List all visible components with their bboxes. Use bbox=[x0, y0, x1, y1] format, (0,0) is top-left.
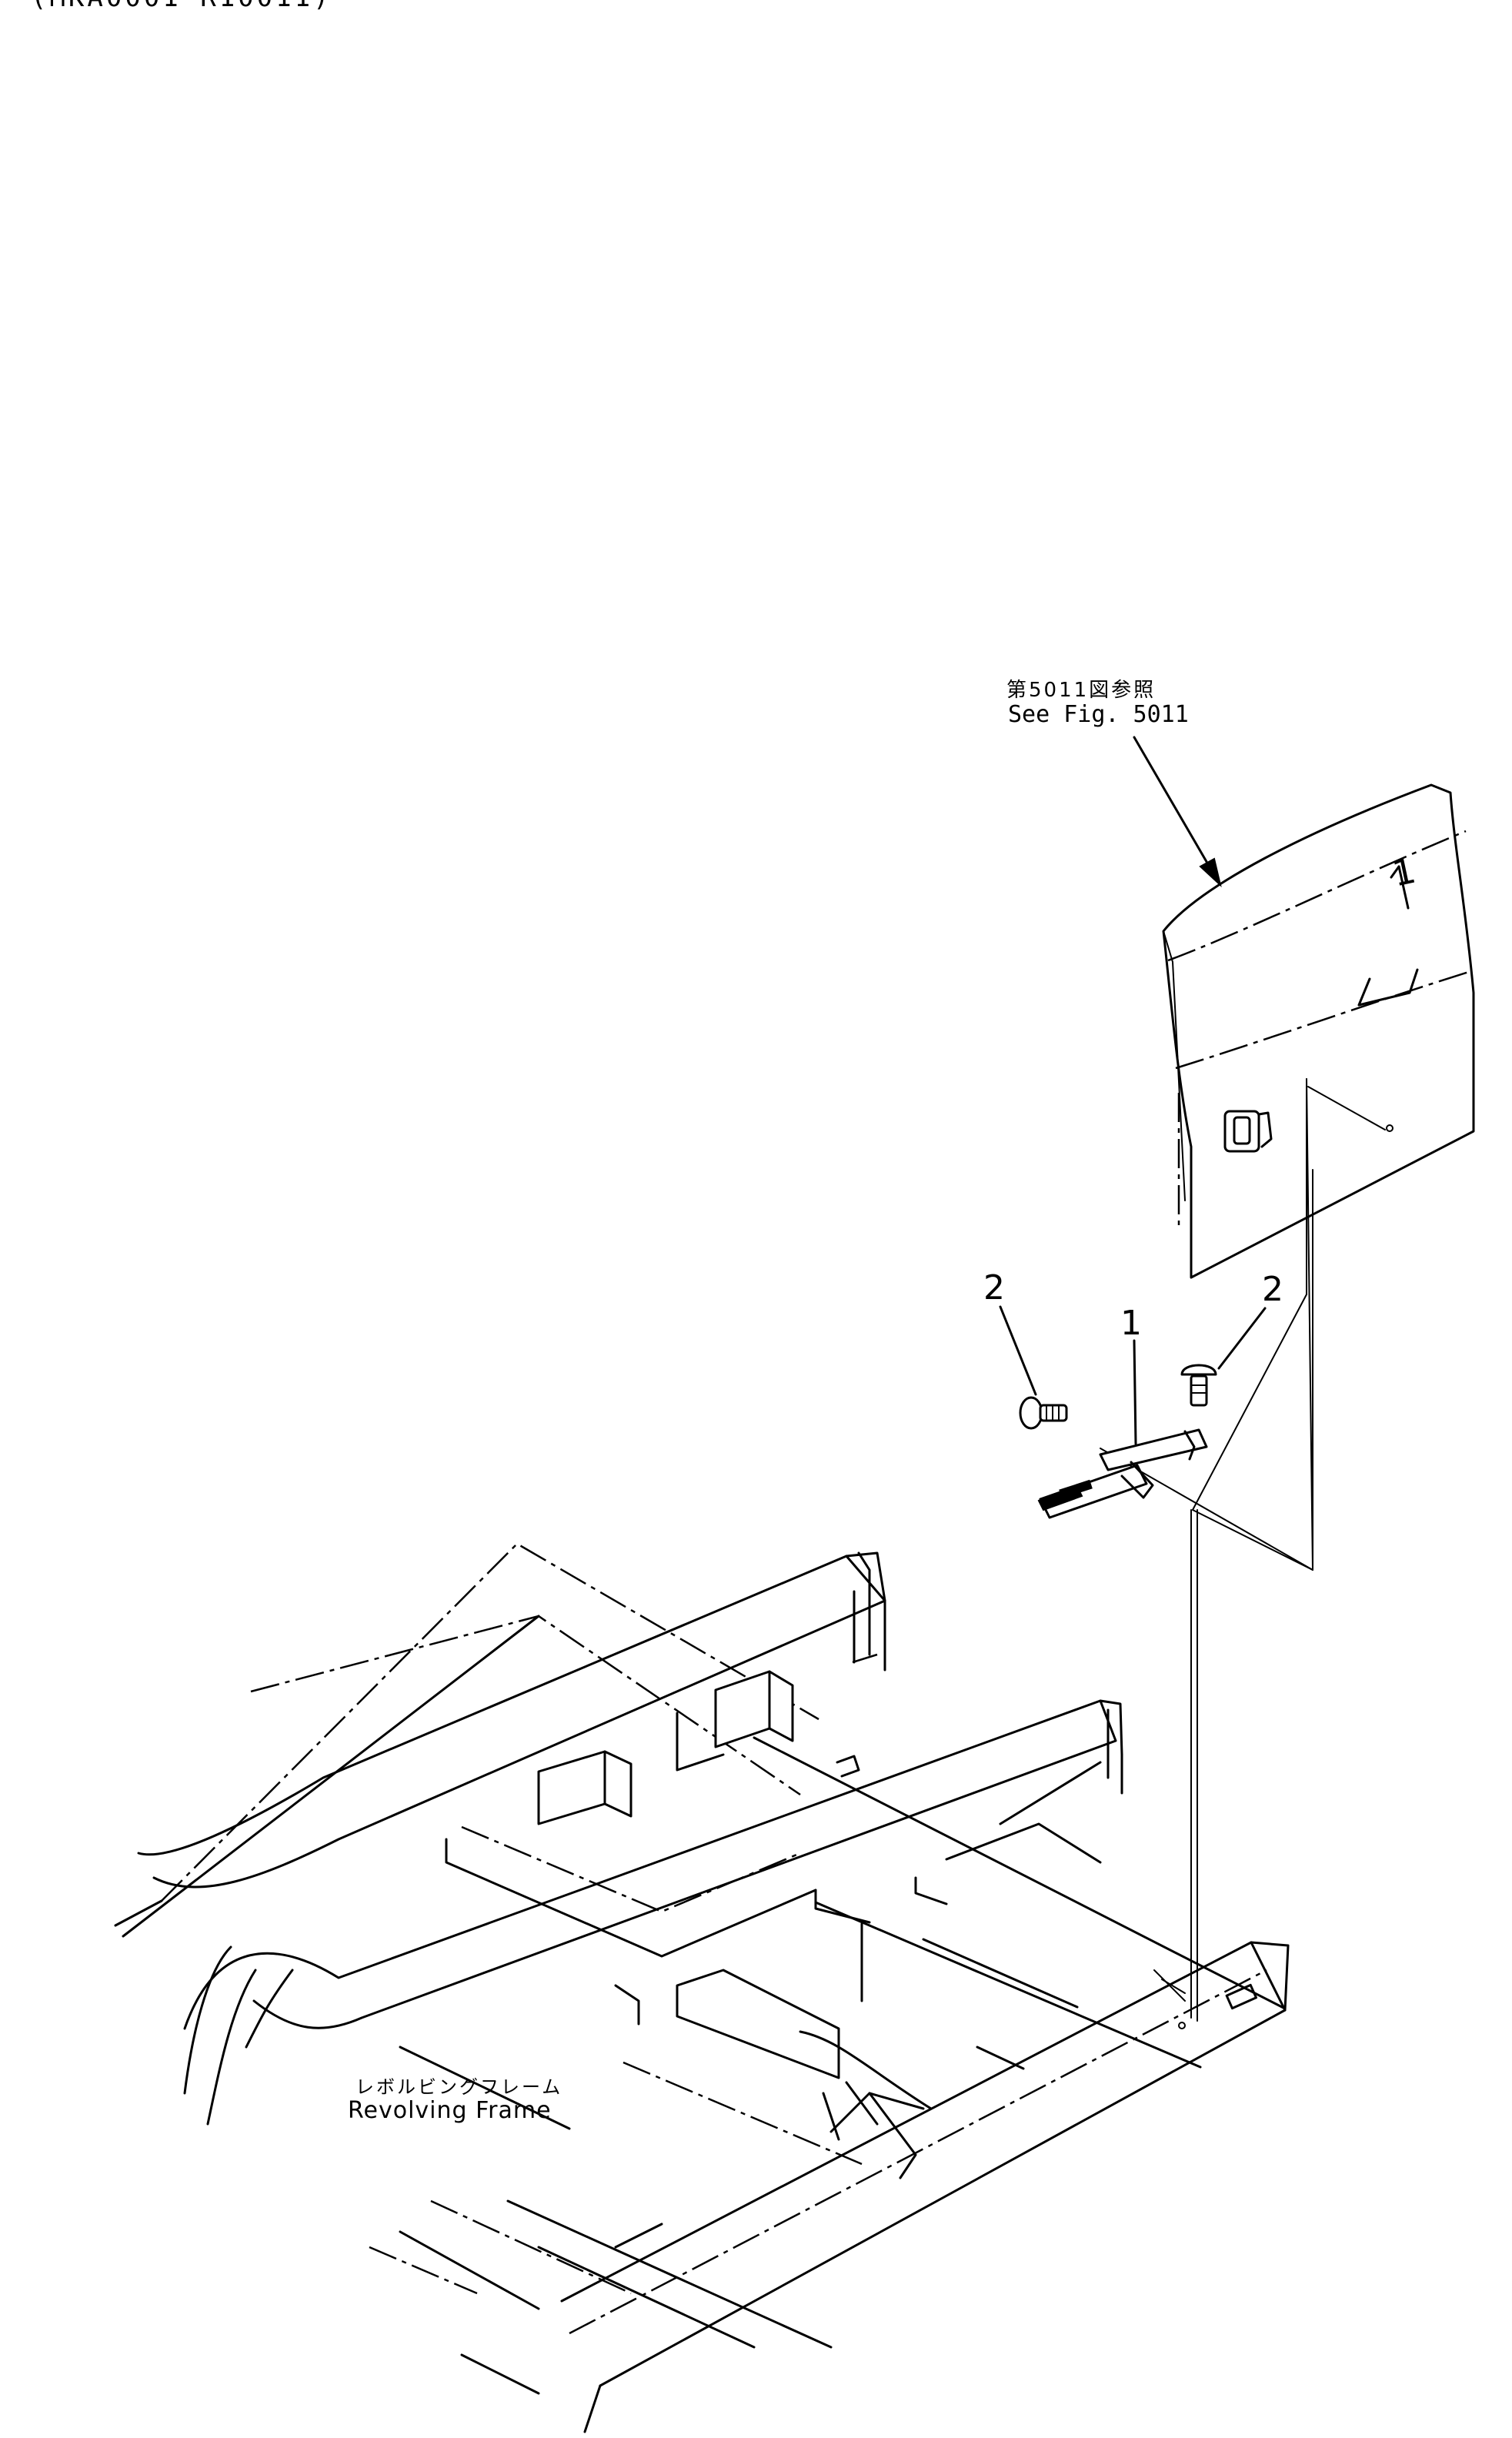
part-leader-lines bbox=[999, 1305, 1267, 1445]
frame-label-en: Revolving Frame bbox=[348, 2097, 552, 2124]
reference-label-en: See Fig. 5011 bbox=[1008, 701, 1189, 728]
latch-assembly-part-1 bbox=[1037, 1428, 1208, 1519]
part-number-1: 1 bbox=[1120, 1304, 1142, 1343]
reference-label-jp: 第5011図参照 bbox=[1006, 679, 1157, 702]
part-number-2-right: 2 bbox=[1262, 1270, 1283, 1309]
frame-hatching bbox=[1153, 1969, 1186, 2002]
bolt-right-part-2 bbox=[1180, 1364, 1217, 1407]
panel-handle-icon bbox=[1223, 1110, 1260, 1153]
reference-leader-arrow bbox=[1133, 736, 1222, 887]
cover-panel bbox=[1162, 783, 1475, 1279]
bolt-left-part-2 bbox=[1019, 1396, 1068, 1430]
drawing-code: (MKA0001-R10011) bbox=[31, 0, 332, 11]
revolving-frame bbox=[114, 1542, 1290, 2433]
assembly-guide-line bbox=[1100, 1078, 1313, 2022]
part-number-2-left: 2 bbox=[983, 1268, 1005, 1308]
frame-label-jp: レボルビングフレーム bbox=[355, 2076, 563, 2098]
